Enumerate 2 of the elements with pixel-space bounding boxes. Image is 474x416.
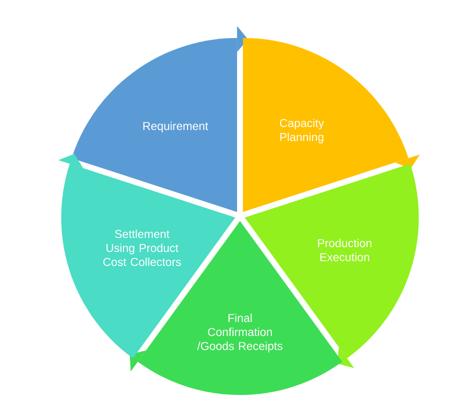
arrow-segment: Capacity Planning bbox=[242, 38, 420, 212]
arrow-segment: Requirement bbox=[72, 26, 248, 212]
